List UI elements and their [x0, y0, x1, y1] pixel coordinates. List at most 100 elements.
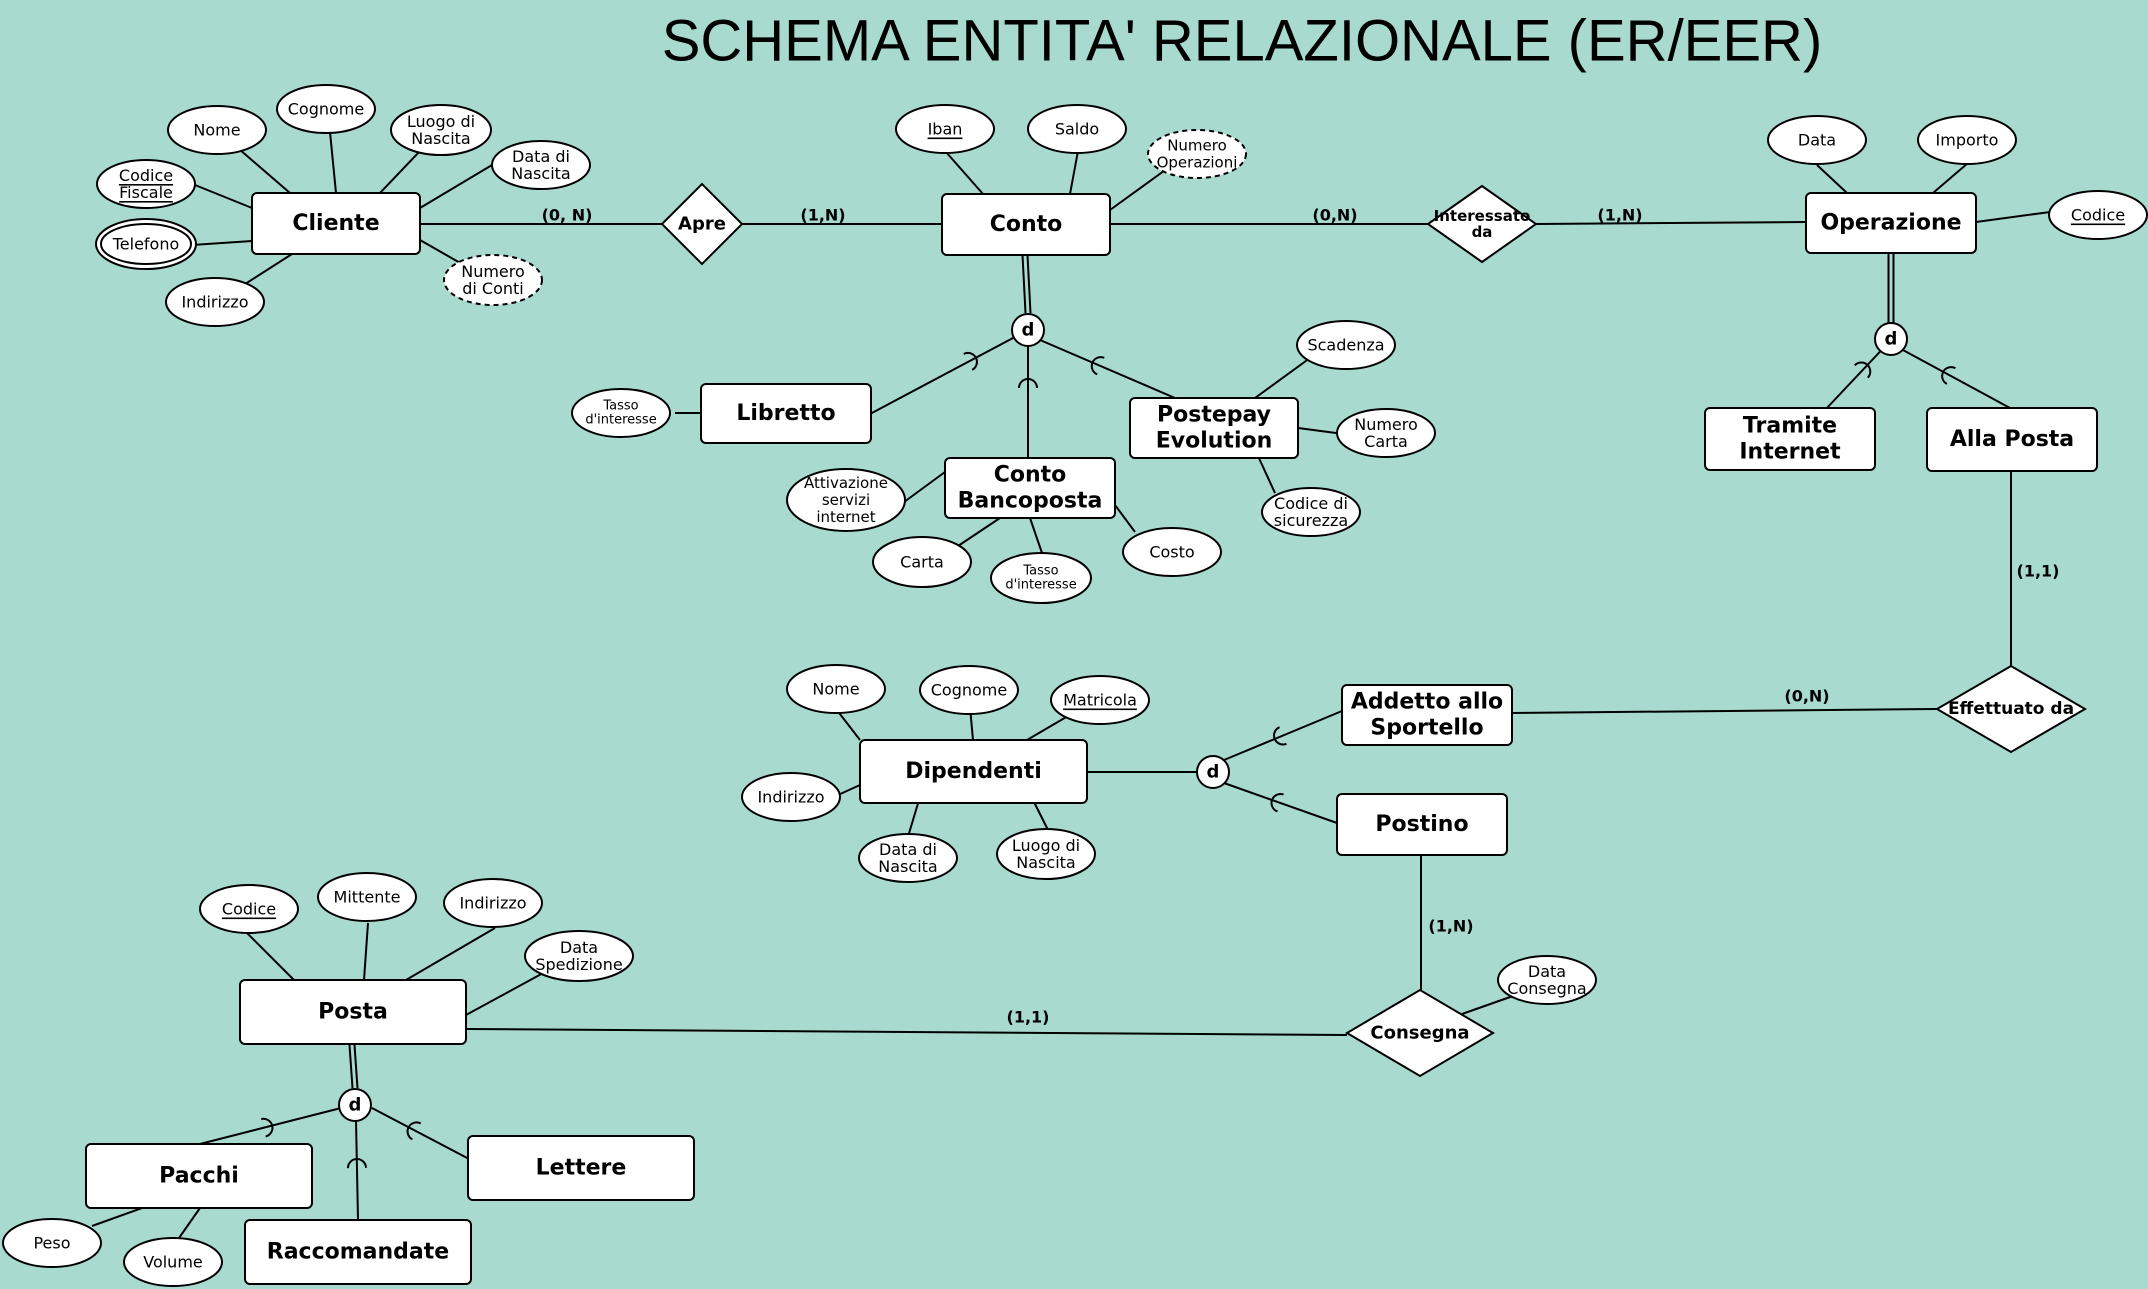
connector-line — [869, 329, 1029, 415]
attribute-label-operazione_codice: Codice — [2071, 206, 2125, 225]
shape-layer — [2, 84, 2148, 1287]
entity-label-conto_bancoposta-line: Bancoposta — [958, 489, 1103, 514]
entity-tramite_internet[interactable] — [1704, 407, 1876, 471]
attribute-cliente_numero_conti[interactable] — [443, 254, 543, 306]
disjoint-circle-posta-label: d — [349, 1095, 362, 1116]
attribute-conto_saldo[interactable] — [1027, 104, 1127, 154]
attribute-label-bancoposta_tasso-line: d'interesse — [1005, 578, 1076, 593]
entity-addetto_sportello[interactable] — [1341, 684, 1513, 746]
subset-marker — [1090, 356, 1105, 376]
label-layer: SCHEMA ENTITA' RELAZIONALE (ER/EER)Clien… — [33, 9, 2125, 1272]
attribute-bancoposta_tasso[interactable] — [990, 552, 1092, 604]
connector-line — [1069, 150, 1079, 195]
attribute-postepay_numero_carta[interactable] — [1336, 408, 1436, 458]
attribute-posta_mittente[interactable] — [317, 872, 417, 922]
attribute-operazione_codice[interactable] — [2048, 190, 2148, 240]
connector-line — [199, 1107, 342, 1145]
connector-line — [1975, 211, 2051, 223]
attribute-posta_indirizzo[interactable] — [443, 878, 543, 928]
attribute-label-dipendenti_data_nascita-line: Data di — [879, 840, 937, 859]
attribute-dipendenti_nome[interactable] — [786, 664, 886, 714]
entity-postepay[interactable] — [1129, 397, 1299, 459]
entity-pacchi[interactable] — [85, 1143, 313, 1209]
entity-label-raccomandate: Raccomandate — [267, 1240, 449, 1265]
subset-marker — [260, 1117, 274, 1138]
attribute-cliente_luogo_nascita[interactable] — [390, 104, 492, 156]
attribute-dipendenti_luogo_nascita[interactable] — [996, 828, 1096, 880]
entity-label-addetto_sportello-line: Addetto allo — [1351, 690, 1503, 715]
connector-line — [405, 927, 496, 981]
attribute-dipendenti_data_nascita[interactable] — [858, 833, 958, 883]
attribute-label-consegna_data_consegna-line: Consegna — [1507, 979, 1586, 998]
attribute-dipendenti_indirizzo[interactable] — [741, 772, 841, 822]
cardinality-conto_interessato: (0,N) — [1312, 206, 1357, 225]
attribute-cliente_telefono[interactable] — [95, 218, 197, 270]
page-title: SCHEMA ENTITA' RELAZIONALE (ER/EER) — [662, 9, 1823, 74]
attribute-pacchi_volume[interactable] — [123, 1237, 223, 1287]
entity-raccomandate[interactable] — [244, 1219, 472, 1285]
entity-label-postepay-line: Evolution — [1156, 429, 1273, 454]
attribute-dipendenti_matricola[interactable] — [1050, 675, 1150, 725]
total-participation-line — [353, 1044, 359, 1089]
entity-cliente[interactable] — [251, 192, 421, 255]
attribute-label-posta_data_spedizione-line: Spedizione — [535, 955, 622, 974]
entity-libretto[interactable] — [700, 383, 872, 444]
attribute-bancoposta_carta[interactable] — [872, 536, 972, 588]
connector-line — [1026, 715, 1069, 741]
attribute-cliente_indirizzo[interactable] — [165, 277, 265, 327]
cardinality-interessato_operazione: (1,N) — [1597, 206, 1642, 225]
subset-marker — [1854, 361, 1872, 379]
attribute-operazione_data[interactable] — [1767, 115, 1867, 165]
attribute-posta_codice[interactable] — [199, 884, 299, 934]
disjoint-circle-conto — [1011, 313, 1045, 347]
entity-label-lettere: Lettere — [536, 1156, 627, 1181]
attribute-bancoposta_attivazione[interactable] — [786, 468, 906, 532]
attribute-libretto_tasso[interactable] — [571, 388, 671, 438]
entity-posta[interactable] — [239, 979, 467, 1045]
attribute-postepay_codice_sicurezza[interactable] — [1261, 487, 1361, 537]
connector-line — [1902, 349, 2011, 409]
attribute-consegna_data_consegna[interactable] — [1497, 955, 1597, 1005]
attribute-bancoposta_costo[interactable] — [1122, 527, 1222, 577]
attribute-label-cliente_indirizzo: Indirizzo — [181, 293, 248, 312]
attribute-pacchi_peso[interactable] — [2, 1218, 102, 1268]
attribute-postepay_scadenza[interactable] — [1296, 320, 1396, 370]
entity-label-tramite_internet-line: Internet — [1739, 440, 1841, 465]
attribute-label-dipendenti_matricola: Matricola — [1063, 691, 1137, 710]
attribute-operazione_importo[interactable] — [1917, 115, 2017, 165]
connector-line — [1816, 164, 1848, 194]
cardinality-apre_conto: (1,N) — [800, 206, 845, 225]
attribute-cliente_codice_fiscale[interactable] — [96, 159, 196, 209]
cardinality-cliente_apre: (0, N) — [542, 206, 593, 225]
connector-line — [1109, 167, 1169, 211]
attribute-dipendenti_cognome[interactable] — [919, 665, 1019, 715]
relationship-effettuato_da[interactable] — [1935, 664, 2087, 754]
attribute-cliente_cognome[interactable] — [276, 84, 376, 134]
relationship-consegna[interactable] — [1345, 988, 1495, 1078]
attribute-label-cliente_nome: Nome — [193, 121, 240, 140]
entity-alla_posta[interactable] — [1926, 407, 2098, 472]
entity-dipendenti[interactable] — [859, 739, 1088, 804]
attribute-cliente_nome[interactable] — [167, 105, 267, 155]
relationship-interessato_da[interactable] — [1426, 184, 1538, 264]
subset-marker — [1273, 726, 1287, 746]
entity-lettere[interactable] — [467, 1135, 695, 1201]
connector-line — [465, 971, 546, 1016]
relationship-apre[interactable] — [660, 182, 744, 266]
subset-marker — [1018, 377, 1038, 389]
entity-conto_bancoposta[interactable] — [944, 457, 1116, 519]
connector-line — [243, 929, 295, 981]
entity-conto[interactable] — [941, 193, 1111, 256]
attribute-cliente_data_nascita[interactable] — [491, 140, 591, 190]
attribute-label-consegna_data_consegna-line: Data — [1528, 962, 1566, 981]
attribute-label-bancoposta_attivazione-line: servizi — [822, 491, 870, 509]
attribute-conto_iban[interactable] — [895, 104, 995, 154]
entity-operazione[interactable] — [1805, 192, 1977, 254]
attribute-conto_numero_operazioni[interactable] — [1147, 129, 1247, 179]
attribute-label-postepay_codice_sicurezza-line: Codice di — [1274, 494, 1348, 513]
connector-line — [363, 922, 369, 981]
entity-label-conto: Conto — [990, 212, 1063, 237]
attribute-posta_data_spedizione[interactable] — [524, 930, 634, 982]
entity-postino[interactable] — [1336, 793, 1508, 856]
connector-line — [191, 240, 253, 246]
